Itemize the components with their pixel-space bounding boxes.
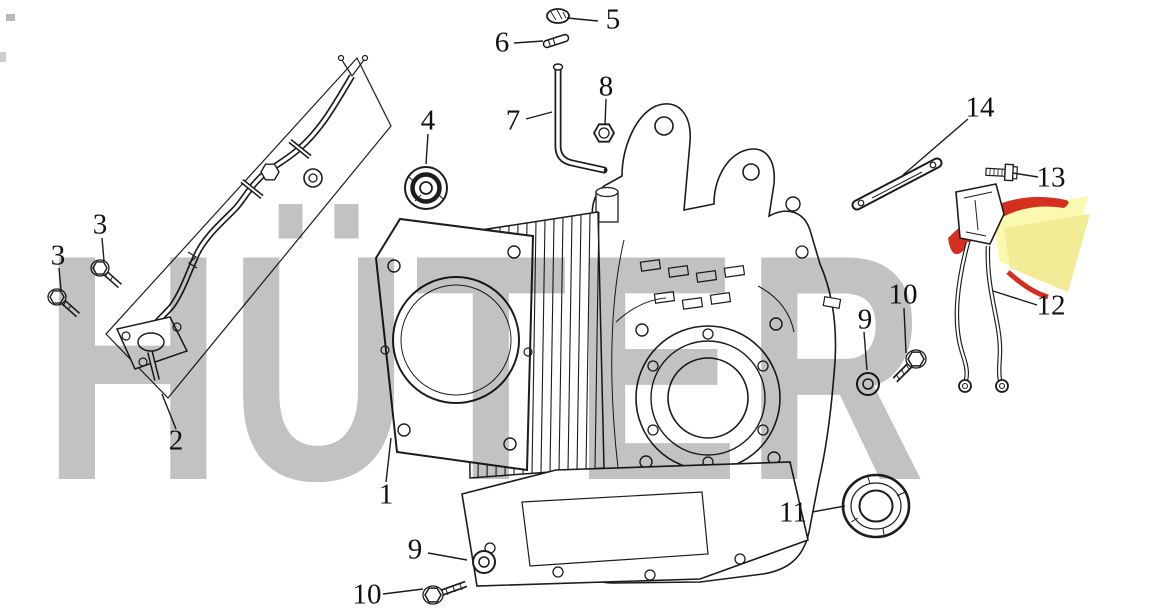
clip-part [546, 8, 570, 24]
flange-bolt-3b-part [47, 288, 80, 318]
pin-part [542, 33, 570, 49]
nut-part [592, 123, 616, 143]
bearing-part [404, 166, 448, 210]
leader-line-12-11 [992, 290, 1038, 306]
sensor-wire-part [954, 183, 1009, 393]
brand-logo-swoosh [948, 196, 1090, 300]
leader-line-8-2 [604, 98, 607, 126]
leader-line-11-14 [811, 505, 846, 513]
leader-line-4-4 [425, 133, 429, 165]
washer-9-right-part [856, 372, 880, 396]
leader-line-6-1 [513, 40, 544, 44]
leader-line-3-7 [101, 237, 105, 262]
leader-lines [58, 17, 1039, 595]
scan-artifacts [0, 14, 15, 62]
leader-line-9-15 [427, 552, 468, 561]
leader-line-2-12 [161, 393, 177, 430]
leader-line-10-16 [382, 588, 424, 595]
leader-line-1-13 [385, 437, 392, 483]
crankcase-base-part [461, 461, 809, 587]
cylinder-gasket-plate-part [374, 217, 535, 472]
bracket-part [851, 157, 943, 211]
washer-9-bottom-part [472, 550, 496, 574]
leader-line-13-6 [1012, 172, 1039, 178]
flange-bolt-3a-part [90, 259, 122, 289]
breather-tube-assembly-part [105, 54, 392, 399]
leader-line-7-3 [525, 111, 553, 120]
dipstick-tube-part [552, 63, 608, 174]
bolt-10-bottom-part [422, 580, 468, 605]
leader-line-5-0 [566, 17, 599, 22]
bolt-13-part [985, 163, 1018, 182]
leader-line-9-10 [863, 331, 868, 371]
oil-seal-part [841, 473, 911, 539]
leader-line-14-5 [902, 118, 969, 176]
leader-line-3-8 [58, 267, 62, 291]
leader-line-10-9 [903, 307, 907, 354]
bolt-10-right-part [892, 349, 927, 383]
